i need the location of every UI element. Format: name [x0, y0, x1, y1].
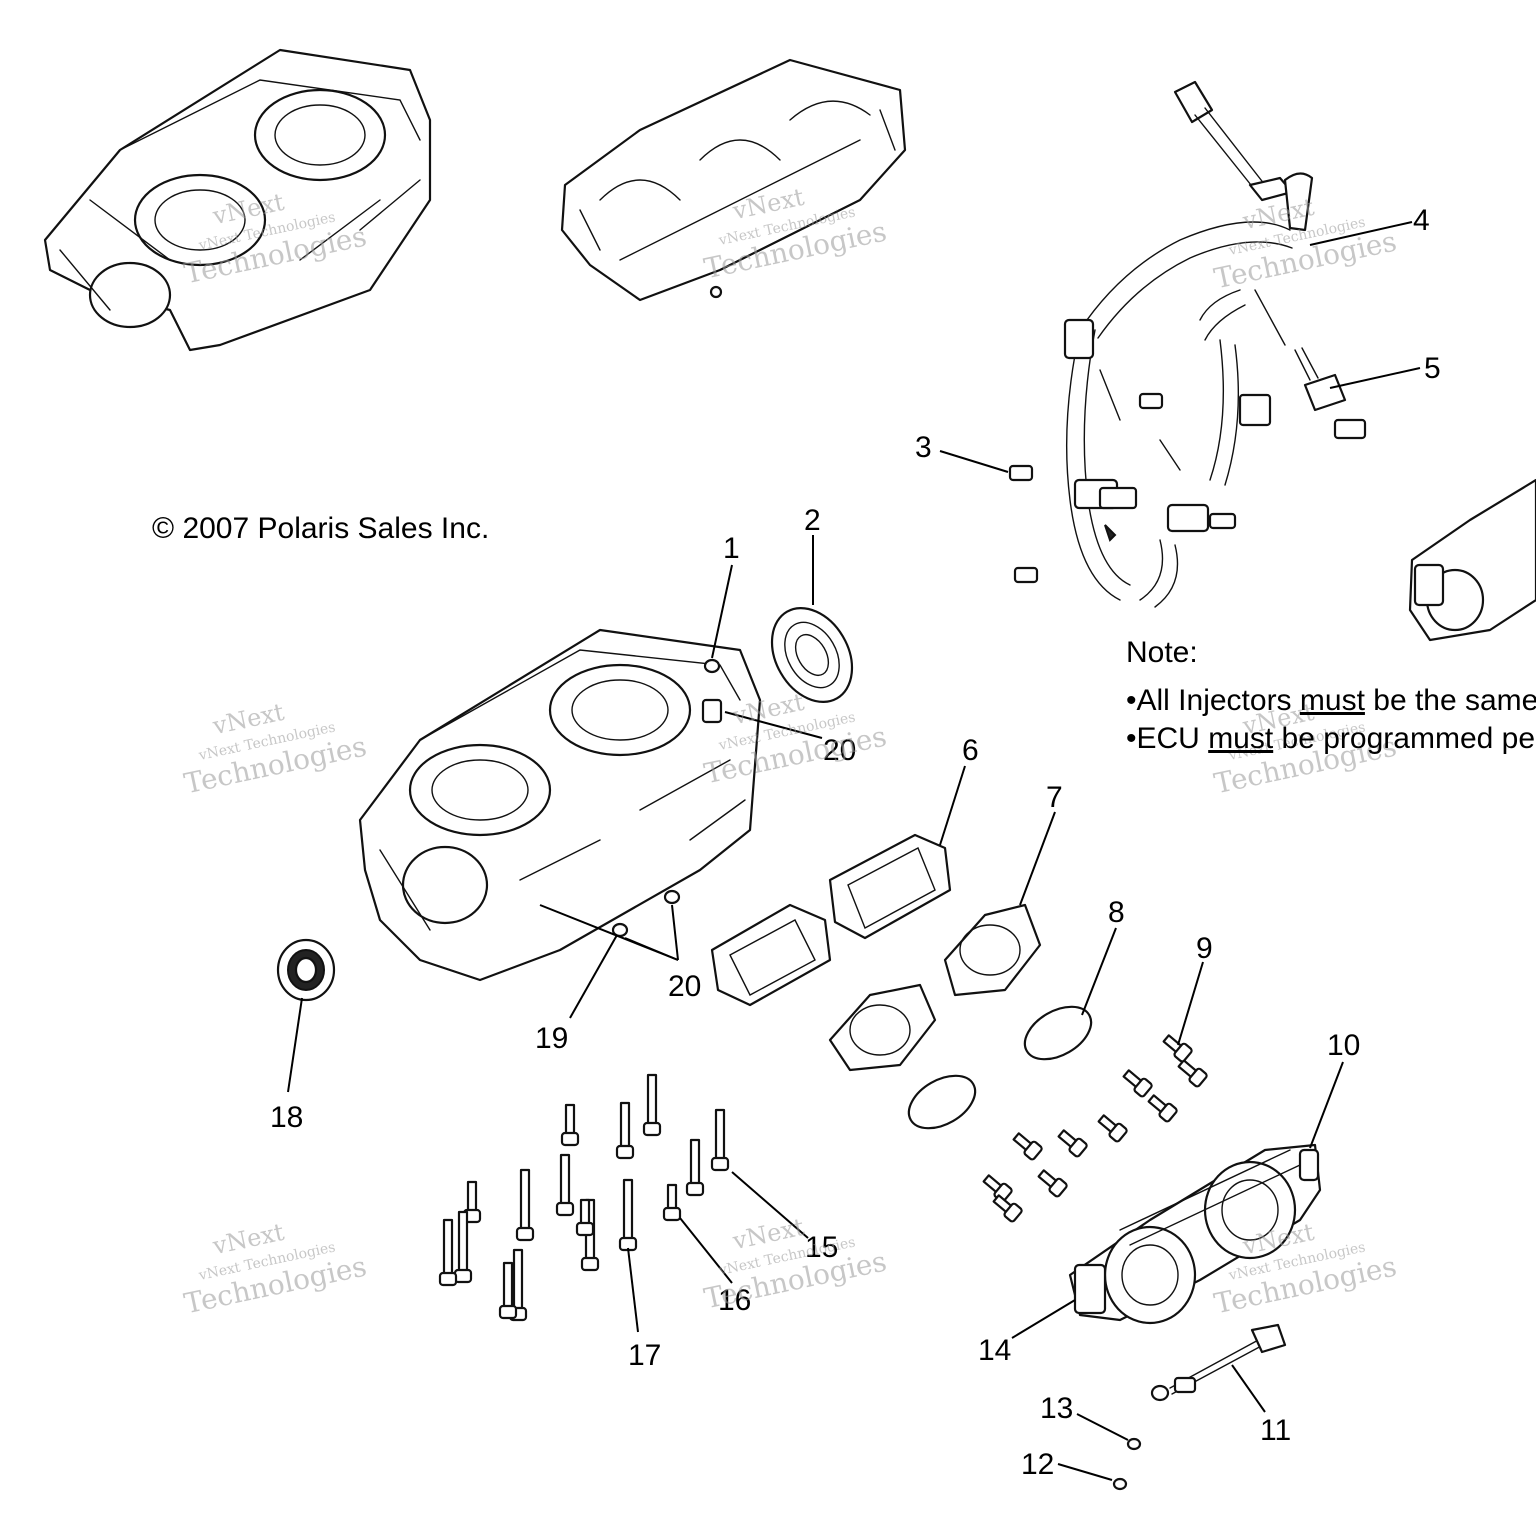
crankcase-lower-half	[560, 58, 907, 302]
note-line1-post: be the same c	[1373, 684, 1536, 717]
callout-labels: 1 2 3 4 5 6 7 8 9 10 11 12 13 14 15 16 1…	[270, 204, 1441, 1481]
callout-3: 3	[915, 431, 932, 464]
callout-20-lower: 20	[668, 970, 701, 1003]
note-title: Note:	[1126, 636, 1198, 669]
harness-screws	[1008, 392, 1164, 584]
fuel-injector	[1294, 347, 1367, 440]
throttle-body	[1068, 1143, 1322, 1325]
callout-1: 1	[723, 532, 740, 565]
leader-lines	[287, 221, 1421, 1481]
callout-8: 8	[1108, 896, 1125, 929]
callout-9: 9	[1196, 932, 1213, 965]
bolt	[685, 1138, 705, 1197]
throttle-body-partial-right	[1408, 478, 1536, 642]
bolt	[1037, 1169, 1068, 1198]
sensor-cable	[1150, 1323, 1287, 1402]
fuel-rail-harness	[1063, 80, 1314, 608]
reed-valve-2	[828, 833, 952, 940]
callout-14: 14	[978, 1334, 1011, 1367]
note-line-injectors: •All Injectors must be the same c	[1126, 682, 1536, 720]
callout-2: 2	[804, 504, 821, 537]
callout-6: 6	[962, 734, 979, 767]
note-line2-emphasis: must	[1208, 722, 1274, 755]
callout-12: 12	[1021, 1448, 1054, 1481]
crankshaft-seal-small	[276, 938, 336, 1002]
bolt	[618, 1178, 638, 1252]
bolt	[1147, 1094, 1178, 1123]
callout-20-upper: 20	[823, 734, 856, 767]
callout-11: 11	[1260, 1414, 1291, 1447]
dowel-pins	[611, 658, 721, 938]
crankcase-main	[358, 628, 762, 982]
o-rings	[1112, 1437, 1142, 1491]
intake-boot-2	[943, 903, 1042, 997]
bolt	[560, 1103, 580, 1147]
bolt	[662, 1183, 682, 1222]
callout-17: 17	[628, 1339, 661, 1372]
bolt	[498, 1261, 518, 1320]
note-line2-pre: •ECU	[1126, 722, 1209, 755]
bolt	[575, 1198, 595, 1237]
note-line1-emphasis: must	[1299, 684, 1365, 717]
bolt	[1057, 1129, 1088, 1158]
callout-10: 10	[1327, 1029, 1360, 1062]
bolt	[1012, 1132, 1043, 1161]
bolt	[710, 1108, 730, 1172]
callout-19: 19	[535, 1022, 568, 1055]
bolt	[438, 1218, 458, 1287]
bolt	[642, 1073, 662, 1137]
callout-18: 18	[270, 1101, 303, 1134]
note-block: Note: •All Injectors must be the same c …	[1126, 634, 1536, 758]
crankcase-assembly-top-left	[43, 48, 432, 352]
throttle-body-bolts	[982, 1034, 1208, 1223]
callout-16: 16	[718, 1284, 751, 1317]
bolt	[515, 1168, 535, 1242]
copyright-text: © 2007 Polaris Sales Inc.	[152, 512, 490, 545]
callout-15: 15	[805, 1231, 838, 1264]
callout-5: 5	[1424, 352, 1441, 385]
callout-4: 4	[1413, 204, 1430, 237]
bolt	[1177, 1059, 1208, 1088]
hose-clamps	[907, 1005, 1093, 1130]
reed-valve-1	[710, 903, 832, 1007]
bolt	[1122, 1069, 1153, 1098]
callout-7: 7	[1046, 781, 1063, 814]
note-line-ecu: •ECU must be programmed per r	[1126, 720, 1536, 758]
bolt	[1162, 1034, 1193, 1063]
bolt	[992, 1194, 1023, 1223]
bolt	[615, 1101, 635, 1160]
callout-13: 13	[1040, 1392, 1073, 1425]
intake-boot-1	[828, 983, 937, 1072]
crankcase-bolts	[438, 1073, 730, 1322]
note-line1-pre: •All Injectors	[1126, 684, 1300, 717]
bolt	[1097, 1114, 1128, 1143]
note-line2-post: be programmed per r	[1273, 722, 1536, 755]
crankshaft-seal-large	[770, 607, 854, 703]
bolt	[555, 1153, 575, 1217]
